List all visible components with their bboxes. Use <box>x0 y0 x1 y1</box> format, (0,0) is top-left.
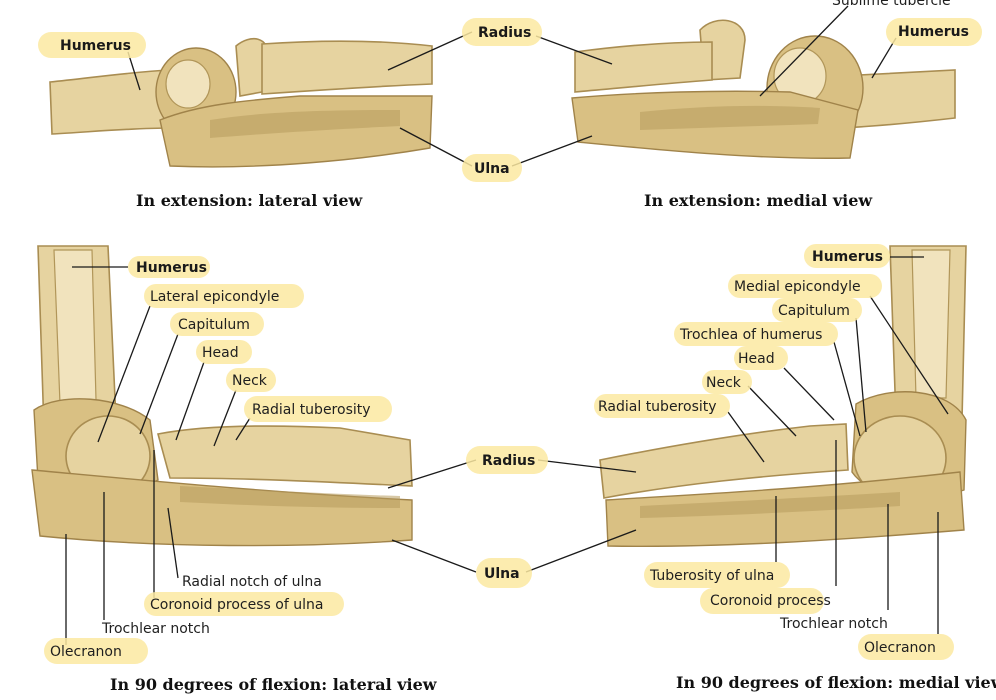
leader-lines <box>65 5 949 645</box>
label-trochlear-notch-lateral: Trochlear notch <box>101 621 210 637</box>
bone-extension-medial <box>571 19 956 159</box>
label-sublime-tubercle: Sublime tubercle <box>832 0 951 9</box>
label-tuberosity-of-ulna: Tuberosity of ulna <box>649 568 774 584</box>
label-neck-medial: Neck <box>706 375 742 391</box>
caption-flexion-lateral: In 90 degrees of flexion: lateral view <box>110 675 438 694</box>
label-neck-lateral: Neck <box>232 373 268 389</box>
label-radius-top: Radius <box>478 25 531 41</box>
caption-extension-lateral: In extension: lateral view <box>136 191 363 210</box>
label-humerus-flexion-medial: Humerus <box>812 249 883 265</box>
label-coronoid-process-of-ulna: Coronoid process of ulna <box>150 597 323 613</box>
label-lateral-epicondyle: Lateral epicondyle <box>150 289 279 305</box>
label-radius-bottom: Radius <box>482 453 535 469</box>
label-capitulum-lateral: Capitulum <box>178 317 250 333</box>
label-humerus-top-right: Humerus <box>898 24 969 40</box>
label-ulna-top: Ulna <box>474 161 510 177</box>
label-medial-epicondyle: Medial epicondyle <box>734 279 861 295</box>
label-ulna-bottom: Ulna <box>484 566 520 582</box>
label-capitulum-medial: Capitulum <box>778 303 850 319</box>
label-humerus-flexion-lateral: Humerus <box>136 260 207 276</box>
label-highlights <box>38 18 982 664</box>
label-coronoid-process-medial: Coronoid process <box>710 593 831 609</box>
label-head-medial: Head <box>738 351 775 367</box>
label-radial-tuberosity-lateral: Radial tuberosity <box>252 402 371 418</box>
label-humerus-top-left: Humerus <box>60 38 131 54</box>
caption-extension-medial: In extension: medial view <box>644 191 873 210</box>
label-radial-tuberosity-medial: Radial tuberosity <box>598 399 717 415</box>
caption-flexion-medial: In 90 degrees of flexion: medial view <box>676 673 996 692</box>
label-trochlea-of-humerus: Trochlea of humerus <box>679 327 822 343</box>
bone-extension-lateral <box>49 37 433 168</box>
bone-flexion-lateral <box>31 245 413 547</box>
bone-flexion-medial <box>599 245 967 548</box>
label-trochlear-notch-medial: Trochlear notch <box>779 616 888 632</box>
label-radial-notch-of-ulna: Radial notch of ulna <box>182 574 322 590</box>
label-head-lateral: Head <box>202 345 239 361</box>
label-olecranon-lateral: Olecranon <box>50 644 122 660</box>
label-olecranon-medial: Olecranon <box>864 640 936 656</box>
